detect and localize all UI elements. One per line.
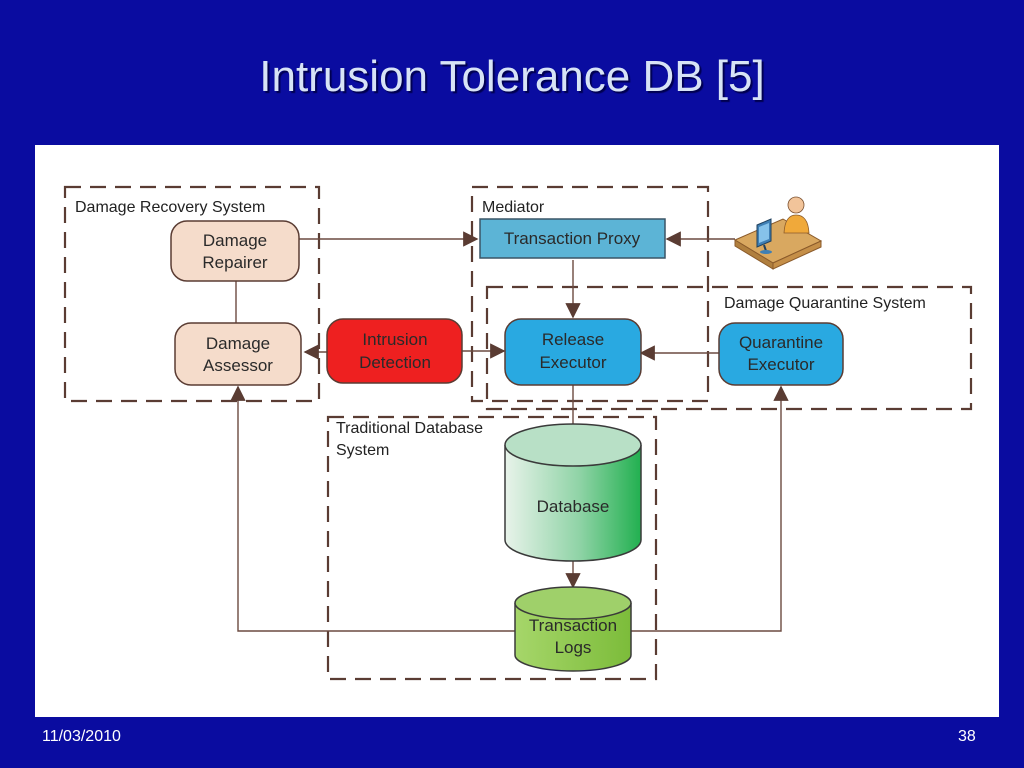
traditional-database-region [326,415,658,681]
damage-assessor-line1: Damage [206,334,270,353]
slide-date: 11/03/2010 [42,728,121,745]
transaction-logs-line2: Logs [555,638,592,657]
transaction-proxy-node: Transaction Proxy [479,218,666,259]
logs-to-assessor-arrow [230,385,515,632]
slide-title: Intrusion Tolerance DB [5] [259,52,765,101]
user-at-computer-icon [733,196,823,270]
logs-to-quarantine-arrow [631,385,789,632]
mediator-label: Mediator [482,199,545,216]
quarantine-executor-line1: Quarantine [739,333,823,352]
database-label: Database [537,497,610,516]
transaction-proxy-label: Transaction Proxy [504,229,641,248]
damage-recovery-label: Damage Recovery System [75,199,265,216]
traditional-db-label-line2: System [336,442,389,459]
slide-number: 38 [958,728,976,745]
quarantine-executor-line2: Executor [747,355,814,374]
intrusion-detection-line1: Intrusion [362,330,427,349]
damage-assessor-line2: Assessor [203,356,273,375]
transaction-logs-line1: Transaction [529,616,617,635]
intrusion-detection-node: Intrusion Detection [326,318,463,384]
damage-repairer-line2: Repairer [202,253,268,272]
release-executor-line2: Executor [539,353,606,372]
release-executor-line1: Release [542,330,604,349]
damage-recovery-region [63,185,321,403]
diagram-panel: Damage Recovery System Mediator Damage Q… [35,145,999,717]
damage-quarantine-region [485,285,973,411]
damage-quarantine-label: Damage Quarantine System [724,295,926,312]
quarantine-executor-node: Quarantine Executor [718,322,844,386]
release-executor-node: Release Executor [504,318,642,386]
intrusion-detection-line2: Detection [359,353,431,372]
traditional-db-label-line1: Traditional Database [336,420,483,437]
damage-repairer-node: Damage Repairer [170,220,300,282]
transaction-logs-node: Transaction Logs [514,586,632,672]
damage-repairer-line1: Damage [203,231,267,250]
damage-assessor-node: Damage Assessor [174,322,302,386]
architecture-diagram: Damage Recovery System Mediator Damage Q… [63,185,973,681]
database-node: Database [504,423,642,562]
